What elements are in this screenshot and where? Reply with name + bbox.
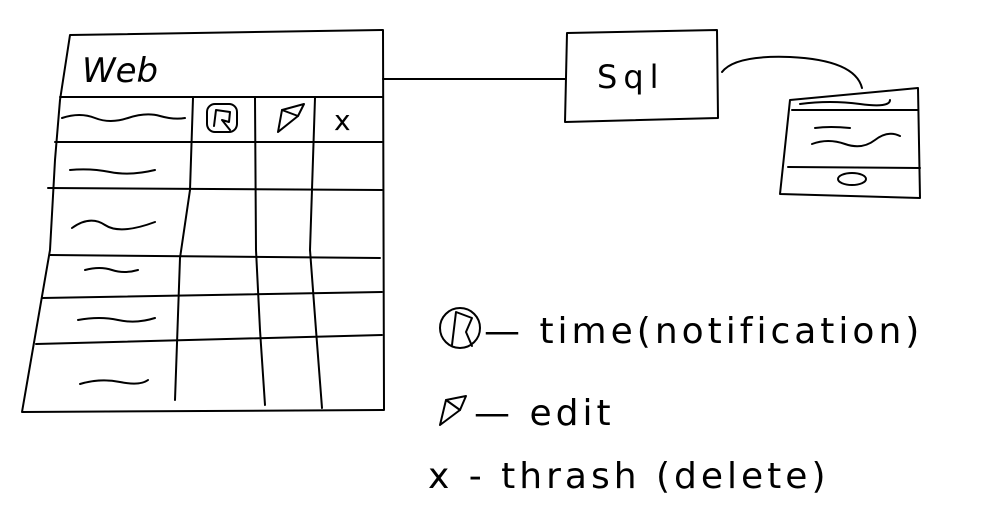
cell-squiggle xyxy=(77,317,156,323)
form-button xyxy=(837,172,867,186)
web-title: Web xyxy=(82,51,158,91)
web-table: Web x xyxy=(21,29,385,413)
form-squiggle xyxy=(799,99,891,107)
table-row-line xyxy=(49,254,381,259)
pencil-icon xyxy=(277,103,305,133)
column-line xyxy=(174,97,194,401)
legend-item-delete: x - thrash (delete) xyxy=(428,456,830,497)
table-row-line xyxy=(41,291,383,299)
column-line xyxy=(309,97,323,409)
table-row-line xyxy=(47,187,383,191)
edit-form xyxy=(779,87,921,199)
column-line xyxy=(254,97,266,406)
table-row-line xyxy=(35,334,383,345)
legend-item-edit: — edit xyxy=(439,393,615,434)
form-divider xyxy=(787,166,921,169)
connector-sql-form xyxy=(721,55,863,89)
edit-form-frame xyxy=(779,87,921,199)
legend-text-delete: x - thrash (delete) xyxy=(428,456,830,497)
cell-squiggle xyxy=(69,168,156,175)
legend: — time(notification) — edit x - thrash (… xyxy=(428,307,923,497)
web-table-frame xyxy=(21,29,385,413)
form-squiggle xyxy=(811,132,901,148)
clock-icon xyxy=(206,103,238,133)
legend-text-edit: — edit xyxy=(474,393,615,434)
pencil-icon xyxy=(439,395,467,426)
cell-squiggle xyxy=(84,267,139,273)
sql-label: Sql xyxy=(597,58,665,96)
legend-text-time: — time(notification) xyxy=(484,311,923,352)
cell-squiggle xyxy=(61,113,186,122)
legend-item-time: — time(notification) xyxy=(439,307,923,352)
clock-icon xyxy=(439,307,481,349)
form-squiggle xyxy=(814,126,851,129)
cell-squiggle xyxy=(79,379,149,385)
x-icon: x xyxy=(334,104,351,137)
cell-squiggle xyxy=(71,219,156,231)
sql-box: Sql xyxy=(564,29,719,123)
